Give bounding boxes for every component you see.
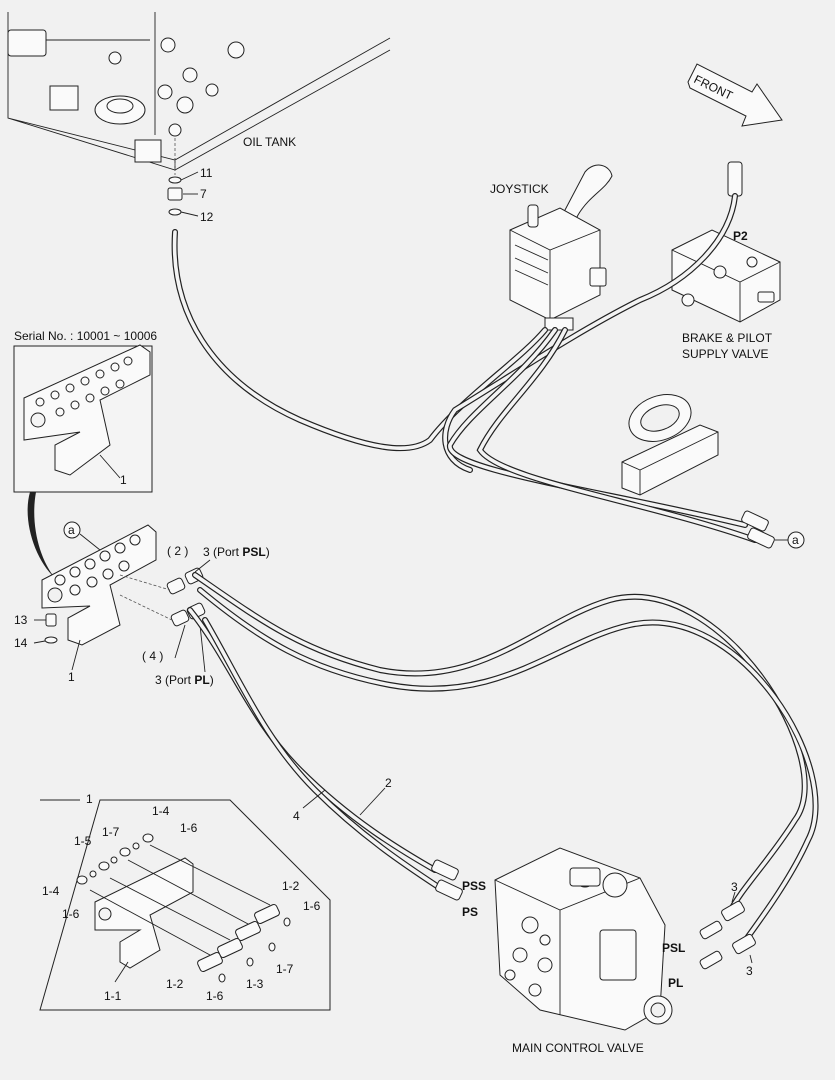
main-control-valve-label: MAIN CONTROL VALVE xyxy=(512,1041,644,1055)
main-bracket xyxy=(41,524,157,646)
detail-callout-1-4a: 1-4 xyxy=(152,804,170,818)
circle-a-left-label: a xyxy=(68,523,75,537)
callout-11: 11 xyxy=(200,166,213,180)
tank-fittings xyxy=(167,171,199,217)
callout-4-paren: ( 4 ) xyxy=(142,649,163,663)
main-control-valve xyxy=(494,847,673,1031)
front-arrow xyxy=(687,63,783,127)
circle-a-right-label: a xyxy=(792,533,799,547)
callout-13: 13 xyxy=(14,613,28,627)
joystick-label: JOYSTICK xyxy=(490,182,549,196)
bolt-washer xyxy=(33,613,58,644)
port-psl-callout: 3 (Port PSL) xyxy=(203,545,270,559)
detail-callout-1-2a: 1-2 xyxy=(282,879,300,893)
port-pss-label: PSS xyxy=(462,879,486,893)
port-ps-label: PS xyxy=(462,905,478,919)
callout-3-bottom: 3 xyxy=(746,964,753,978)
serial-number-label: Serial No. : 10001 ~ 10006 xyxy=(14,329,157,343)
detail-inset-box xyxy=(39,799,331,1011)
port-psl-label: PSL xyxy=(662,941,685,955)
circle-a-left xyxy=(63,521,81,539)
pilot-hoses xyxy=(171,193,758,543)
callout-4: 4 xyxy=(293,809,300,823)
oil-tank-label: OIL TANK xyxy=(243,135,296,149)
main-hoses xyxy=(187,572,819,948)
callout-12: 12 xyxy=(200,210,214,224)
detail-callout-1-6d: 1-6 xyxy=(206,989,224,1003)
detail-bracket xyxy=(94,857,194,983)
detail-callout-1-6b: 1-6 xyxy=(62,907,80,921)
detail-callout-1-7a: 1-7 xyxy=(102,825,120,839)
detail-callout-1-3: 1-3 xyxy=(246,977,264,991)
brake-valve-label-line2: SUPPLY VALVE xyxy=(682,347,769,361)
callout-2-paren: ( 2 ) xyxy=(167,544,188,558)
detail-parts xyxy=(76,833,291,983)
joystick xyxy=(509,164,613,331)
detail-callout-1-6c: 1-6 xyxy=(303,899,321,913)
serial-inset-bracket xyxy=(23,344,151,476)
callout-14: 14 xyxy=(14,636,28,650)
inset-pointer xyxy=(27,492,55,578)
brake-valve-label-line1: BRAKE & PILOT xyxy=(682,331,773,345)
detail-callout-1-7b: 1-7 xyxy=(276,962,294,976)
callout-7: 7 xyxy=(200,187,207,201)
brake-pilot-valve xyxy=(671,161,781,323)
port-pl-label: PL xyxy=(668,976,683,990)
callout-3-top: 3 xyxy=(731,880,738,894)
callout-1-inset: 1 xyxy=(120,473,127,487)
detail-callout-1-1: 1-1 xyxy=(104,989,122,1003)
detail-callout-1: 1 xyxy=(86,792,93,806)
detail-callout-1-5: 1-5 xyxy=(74,834,92,848)
detail-callout-1-6a: 1-6 xyxy=(180,821,198,835)
detail-callout-1-4b: 1-4 xyxy=(42,884,60,898)
callout-2: 2 xyxy=(385,776,392,790)
port-p2-label: P2 xyxy=(733,229,748,243)
hose-clamp xyxy=(621,394,775,549)
oil-tank xyxy=(7,12,391,175)
callout-1-main: 1 xyxy=(68,670,75,684)
port-pl-callout: 3 (Port PL) xyxy=(155,673,214,687)
detail-callout-1-2b: 1-2 xyxy=(166,977,184,991)
